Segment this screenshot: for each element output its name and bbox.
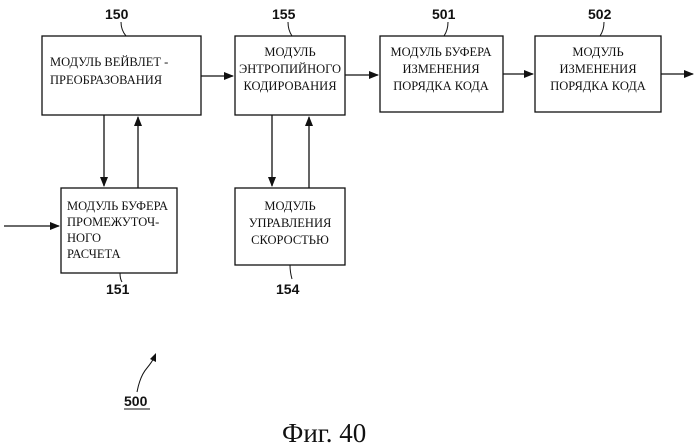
intermediate-buffer-label-line-4: РАСЧЕТА	[67, 247, 121, 261]
code-reorder-label-line-2: ИЗМЕНЕНИЯ	[559, 62, 636, 76]
entropy-label-line-1: МОДУЛЬ	[264, 45, 315, 59]
ref-500-leader	[137, 356, 155, 392]
reorder-buffer-label-line-3: ПОРЯДКА КОДА	[393, 79, 489, 93]
code-reorder-label-line-3: ПОРЯДКА КОДА	[550, 79, 646, 93]
ref-501-leader	[444, 22, 448, 36]
entropy-label-line-3: КОДИРОВАНИЯ	[243, 79, 336, 93]
ref-155: 155	[272, 6, 296, 22]
ref-151: 151	[106, 281, 130, 297]
ref-150-leader	[121, 22, 126, 36]
intermediate-buffer-label-line-3: НОГО	[67, 231, 101, 245]
rate-control-block: МОДУЛЬ УПРАВЛЕНИЯ СКОРОСТЬЮ	[235, 188, 345, 265]
rate-control-label-line-1: МОДУЛЬ	[264, 199, 315, 213]
wavelet-transform-block: МОДУЛЬ ВЕЙВЛЕТ - ПРЕОБРАЗОВАНИЯ	[42, 36, 201, 115]
ref-501: 501	[432, 6, 456, 22]
ref-155-leader	[288, 22, 292, 36]
reorder-buffer-label-line-2: ИЗМЕНЕНИЯ	[402, 62, 479, 76]
rate-control-label-line-2: УПРАВЛЕНИЯ	[249, 216, 332, 230]
wavelet-label-line-1: МОДУЛЬ ВЕЙВЛЕТ -	[50, 55, 168, 69]
intermediate-buffer-label-line-1: МОДУЛЬ БУФЕРА	[67, 199, 168, 213]
entropy-coding-block: МОДУЛЬ ЭНТРОПИЙНОГО КОДИРОВАНИЯ	[235, 36, 345, 115]
reorder-buffer-block: МОДУЛЬ БУФЕРА ИЗМЕНЕНИЯ ПОРЯДКА КОДА	[380, 36, 503, 112]
figure-caption: Фиг. 40	[282, 418, 366, 448]
intermediate-buffer-block: МОДУЛЬ БУФЕРА ПРОМЕЖУТОЧ- НОГО РАСЧЕТА	[61, 188, 177, 273]
entropy-label-line-2: ЭНТРОПИЙНОГО	[239, 62, 341, 76]
ref-154: 154	[276, 281, 300, 297]
wavelet-label-line-2: ПРЕОБРАЗОВАНИЯ	[50, 73, 162, 87]
reorder-buffer-label-line-1: МОДУЛЬ БУФЕРА	[391, 45, 492, 59]
code-reorder-label-line-1: МОДУЛЬ	[572, 45, 623, 59]
ref-150: 150	[105, 6, 129, 22]
ref-500: 500	[124, 393, 148, 409]
rate-control-label-line-3: СКОРОСТЬЮ	[251, 233, 329, 247]
ref-500-leader-arrowhead	[150, 353, 156, 362]
ref-502-leader	[600, 22, 604, 36]
ref-502: 502	[588, 6, 612, 22]
intermediate-buffer-label-line-2: ПРОМЕЖУТОЧ-	[67, 215, 159, 229]
ref-154-leader	[290, 265, 292, 279]
code-reorder-block: МОДУЛЬ ИЗМЕНЕНИЯ ПОРЯДКА КОДА	[535, 36, 661, 112]
